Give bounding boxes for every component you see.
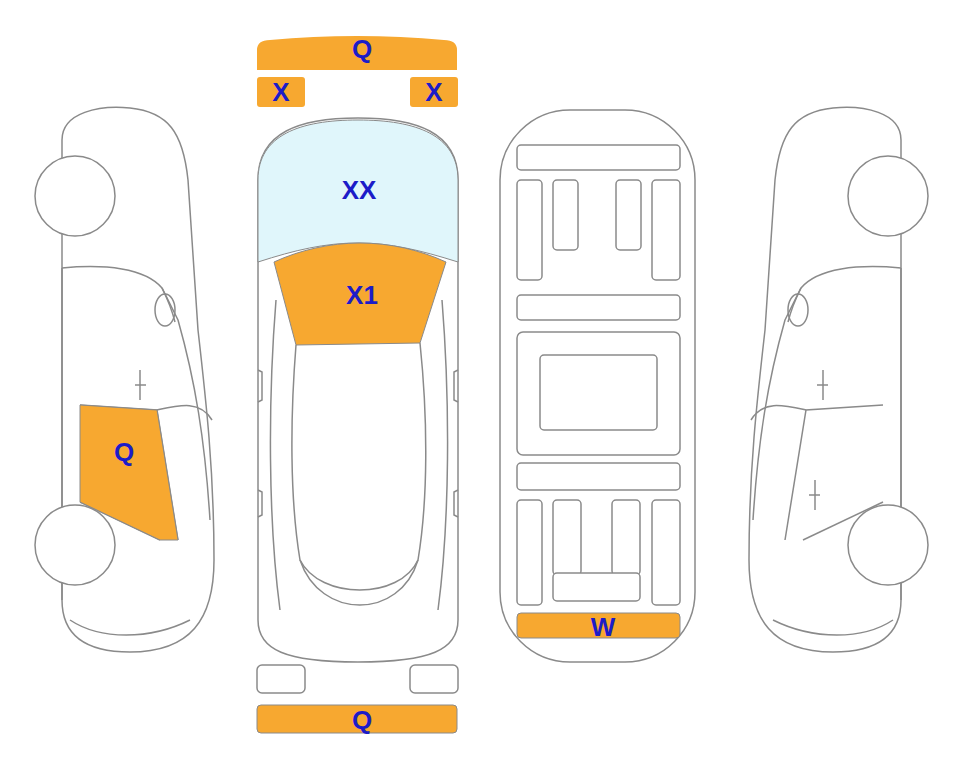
damage-code: Q — [352, 707, 372, 733]
area-fill — [257, 705, 457, 733]
top-view — [257, 118, 458, 693]
right-headlight-area: X — [410, 77, 458, 107]
hood-area: X1 — [274, 243, 446, 345]
area-shape — [80, 405, 178, 540]
damage-code: W — [591, 614, 616, 640]
underbody-rear-area: W — [517, 613, 680, 638]
windshield-area: XX — [258, 120, 458, 262]
side-door-area: Q — [80, 405, 178, 540]
right-side-view — [749, 107, 928, 652]
underside-view — [500, 110, 695, 662]
front-bumper-area: Q — [257, 34, 457, 71]
damage-code: X — [425, 79, 442, 105]
area-fill — [410, 77, 458, 107]
area-fill — [258, 120, 458, 262]
damage-code: Q — [352, 36, 372, 62]
damage-code: Q — [114, 439, 134, 465]
area-fill — [257, 36, 457, 70]
area-fill — [80, 405, 178, 540]
left-side-view — [35, 107, 214, 652]
rear-bumper-area: Q — [257, 705, 457, 733]
damage-code: X — [272, 79, 289, 105]
area-fill — [257, 77, 305, 107]
area-fill — [274, 243, 446, 345]
damage-code: XX — [342, 177, 377, 203]
left-headlight-area: X — [257, 77, 305, 107]
damage-code: X1 — [346, 282, 378, 308]
